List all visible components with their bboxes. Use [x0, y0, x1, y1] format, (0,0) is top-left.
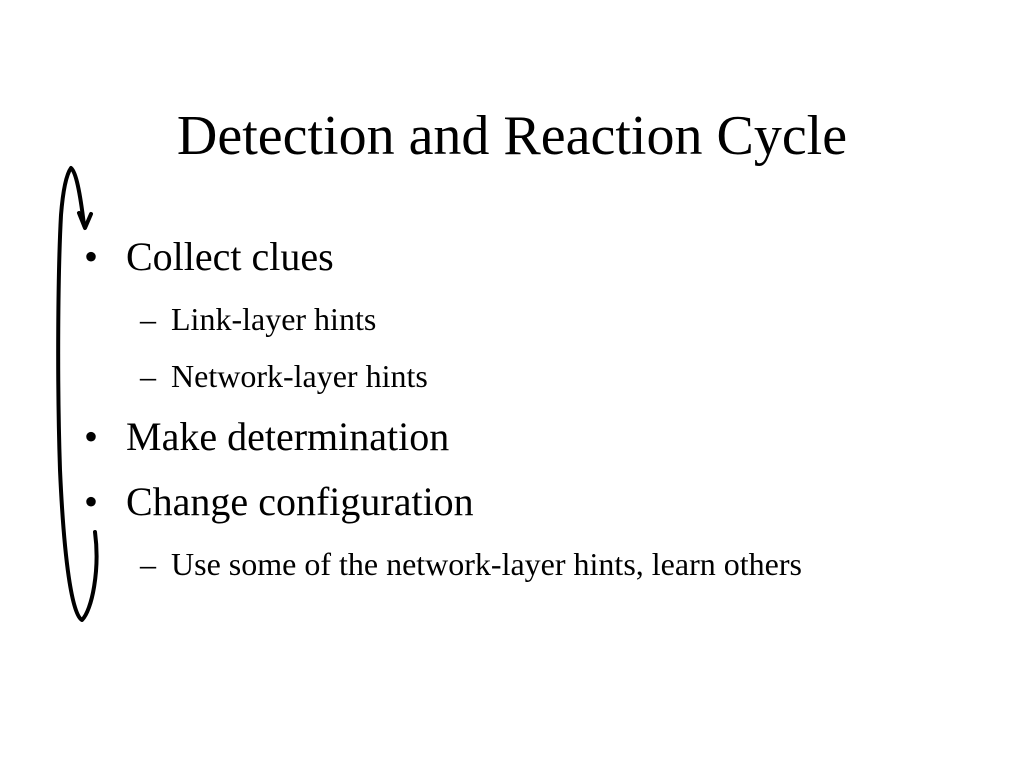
bullet-marker: • [84, 414, 99, 459]
subitem-text: Link-layer hints [171, 301, 377, 337]
subitem-text: Network-layer hints [171, 358, 428, 394]
subitem-text: Use some of the network-layer hints, lea… [171, 546, 802, 582]
subitem-link-layer-hints: – Link-layer hints [140, 296, 860, 342]
subitem-marker: – [140, 301, 156, 337]
bullet-text: Make determination [126, 414, 450, 459]
subitem-marker: – [140, 358, 156, 394]
subitem-marker: – [140, 546, 156, 582]
bullet-marker: • [84, 479, 99, 524]
subitem-use-some-hints: – Use some of the network-layer hints, l… [140, 541, 860, 587]
bullet-text: Change configuration [126, 479, 474, 524]
bullet-text: Collect clues [126, 234, 334, 279]
bullet-marker: • [84, 234, 99, 279]
slide-title: Detection and Reaction Cycle [176, 105, 848, 167]
subitem-network-layer-hints: – Network-layer hints [140, 353, 860, 399]
